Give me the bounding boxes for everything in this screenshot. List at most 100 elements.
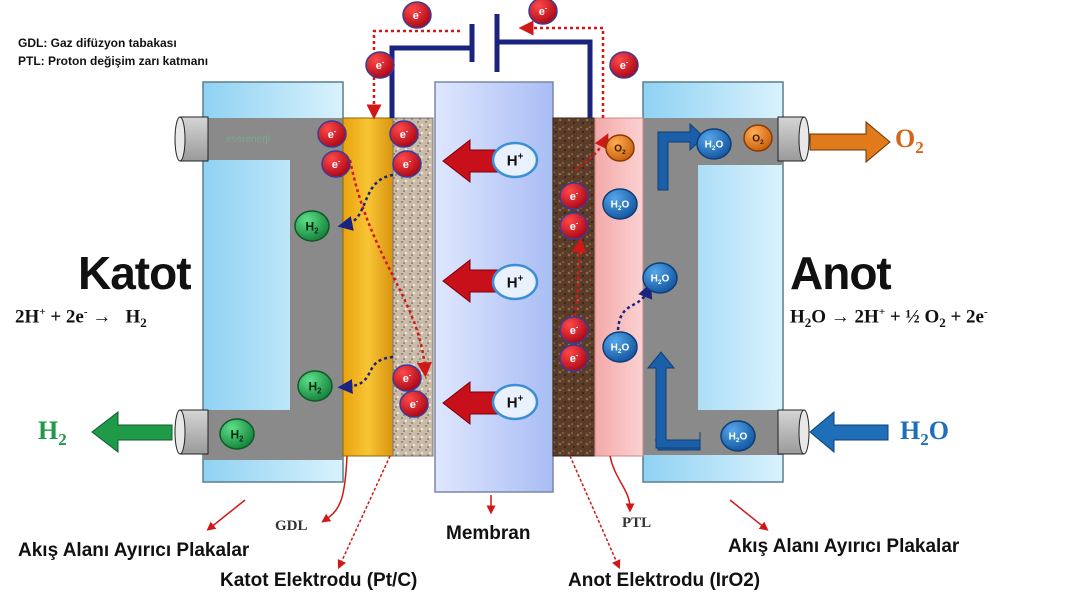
hydrogen-molecule-shape [219, 418, 255, 450]
electron-token: e- [317, 120, 347, 148]
electron-token: e- [392, 150, 422, 178]
water-molecule-token: H2O [602, 331, 638, 363]
o2-out-arrow [809, 120, 891, 164]
water-molecule-shape [720, 420, 756, 452]
electron-token: e- [321, 150, 351, 178]
electron-token: e- [365, 51, 395, 79]
water-molecule-shape [696, 128, 732, 160]
hydrogen-molecule-symbol: H2 [308, 379, 322, 395]
flow-plates-right-label: Akış Alanı Ayırıcı Plakalar [728, 536, 960, 557]
gdl-label: GDL [275, 518, 308, 534]
oxygen-molecule-token: O2 [743, 124, 773, 152]
oxygen-molecule-shape [605, 134, 635, 162]
electron-shape [392, 364, 422, 392]
electron-token: e- [399, 390, 429, 418]
electron-token: e- [559, 182, 589, 210]
electron-symbol: e- [620, 59, 629, 72]
electron-symbol: e- [570, 220, 579, 233]
cathode-electrode-label: Katot Elektrodu (Pt/C) [220, 570, 418, 591]
electron-shape [399, 390, 429, 418]
proton-token: H+ [491, 141, 539, 179]
oxygen-molecule-token: O2 [605, 134, 635, 162]
electron-symbol: e- [570, 352, 579, 365]
legend-gdl-definition: GDL: Gaz difüzyon tabakası [18, 36, 177, 50]
electron-shape [559, 212, 589, 240]
electron-shape [559, 182, 589, 210]
oxygen-molecule-shape [743, 124, 773, 152]
hydrogen-molecule-token: H2 [297, 370, 333, 402]
water-molecule-symbol: H2O [651, 274, 670, 287]
anode-electrode-layer [552, 117, 596, 457]
water-molecule-shape [642, 262, 678, 294]
electron-shape [559, 316, 589, 344]
cathode-equation: 2H+ + 2e- → H2 [15, 306, 147, 331]
electron-symbol: e- [400, 128, 409, 141]
hydrogen-molecule-shape [297, 370, 333, 402]
electron-shape [609, 51, 639, 79]
cathode-gdl-layer [342, 117, 394, 457]
o2-output-label: O2 [895, 124, 924, 158]
water-molecule-symbol: H2O [611, 200, 630, 213]
electron-symbol: e- [539, 5, 548, 18]
electron-token: e- [392, 364, 422, 392]
electron-token: e- [609, 51, 639, 79]
oxygen-molecule-symbol: O2 [614, 144, 626, 157]
electron-symbol: e- [570, 190, 579, 203]
ptl-label: PTL [622, 515, 652, 531]
hydrogen-molecule-token: H2 [219, 418, 255, 450]
electron-symbol: e- [570, 324, 579, 337]
port-bottom-left [174, 409, 209, 455]
membrane-label: Membran [446, 523, 531, 544]
electron-token: e- [559, 344, 589, 372]
hydrogen-molecule-token: H2 [294, 210, 330, 242]
electron-symbol: e- [403, 372, 412, 385]
water-molecule-token: H2O [602, 188, 638, 220]
h2-output-label: H2 [38, 416, 67, 450]
water-molecule-shape [602, 331, 638, 363]
proton-shape [491, 263, 539, 301]
proton-token: H+ [491, 263, 539, 301]
port-top-left [174, 116, 209, 162]
watermark: eserenerji [226, 134, 270, 145]
proton-token: H+ [491, 383, 539, 421]
proton-shape [491, 383, 539, 421]
oxygen-molecule-symbol: O2 [752, 134, 764, 147]
water-molecule-token: H2O [642, 262, 678, 294]
anode-equation: H2O → 2H+ + ½ O2 + 2e- [790, 306, 988, 331]
port-top-right [777, 116, 810, 162]
electron-shape [321, 150, 351, 178]
proton-symbol: H+ [507, 393, 524, 411]
electron-shape [317, 120, 347, 148]
electron-token: e- [559, 316, 589, 344]
gas-diffusion-paths [337, 173, 653, 395]
electron-token: e- [402, 1, 432, 29]
anode-title: Anot [790, 247, 892, 299]
legend-ptl-definition: PTL: Proton değişim zarı katmanı [18, 54, 209, 68]
power-supply-circuit [389, 14, 593, 118]
electron-token: e- [559, 212, 589, 240]
water-molecule-symbol: H2O [705, 140, 724, 153]
hydrogen-molecule-symbol: H2 [305, 219, 319, 235]
electron-symbol: e- [410, 398, 419, 411]
proton-arrows [442, 138, 499, 426]
flow-plates-left-label: Akış Alanı Ayırıcı Plakalar [18, 540, 250, 561]
water-molecule-shape [602, 188, 638, 220]
electron-symbol: e- [376, 59, 385, 72]
electron-shape [389, 120, 419, 148]
hydrogen-molecule-symbol: H2 [230, 427, 244, 443]
electron-shape [392, 150, 422, 178]
electron-symbol: e- [413, 9, 422, 22]
h2-out-arrow [91, 410, 173, 454]
electron-shape [559, 344, 589, 372]
h2o-input-label: H2O [900, 416, 949, 450]
electron-symbol: e- [403, 158, 412, 171]
electron-shape [365, 51, 395, 79]
proton-symbol: H+ [507, 151, 524, 169]
proton-shape [491, 141, 539, 179]
label-leader-lines [206, 455, 769, 570]
water-molecule-symbol: H2O [729, 432, 748, 445]
molecule-layer: e-e-e-e-e-e-e-e-e-e-e-e-e-e-H2H2H2H2OH2O… [219, 0, 773, 452]
electron-shape [402, 1, 432, 29]
electron-symbol: e- [332, 158, 341, 171]
